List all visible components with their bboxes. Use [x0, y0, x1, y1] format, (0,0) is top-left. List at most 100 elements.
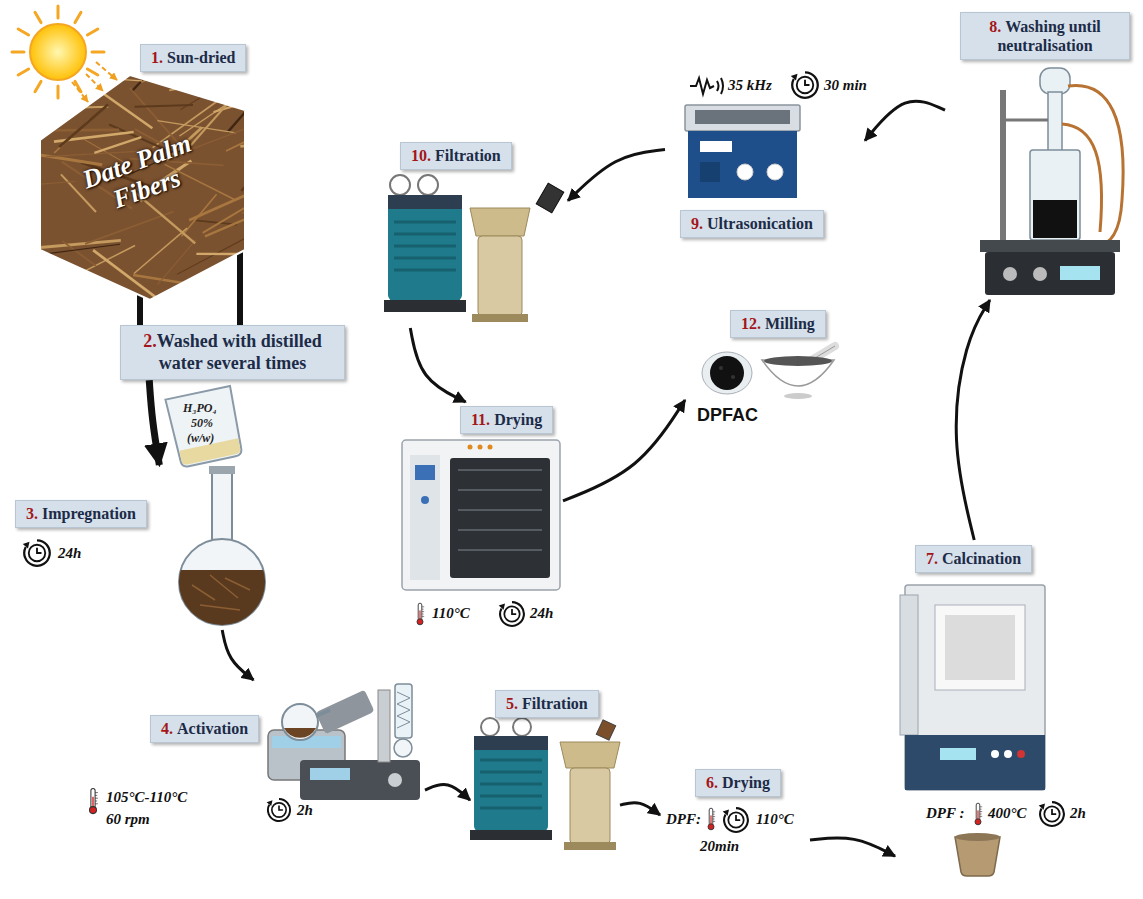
vacuum-filtration	[480, 760, 542, 808]
drying-oven	[478, 445, 483, 450]
fiber-strand	[40, 240, 121, 247]
vacuum-filtration	[388, 195, 462, 301]
parameter-label: 24h	[530, 605, 553, 622]
parameter-label: 30 min	[824, 77, 867, 94]
vacuum-filtration	[596, 720, 615, 740]
washing-apparatus	[980, 68, 1123, 295]
parameter-label: 2h	[297, 802, 313, 819]
step-label: 8.Washing until neutralisation	[960, 12, 1130, 60]
step-number: 9.	[691, 215, 703, 232]
sign-legs	[237, 250, 243, 327]
process-step: 11.Drying	[398, 402, 563, 632]
drying-oven	[450, 458, 550, 578]
vacuum-filtration	[388, 195, 462, 209]
ultrasonic-bath	[688, 131, 797, 198]
time-temperature-icons	[23, 540, 50, 566]
vacuum-filtration	[564, 842, 616, 850]
process-step: 5.Filtration	[470, 688, 620, 853]
sun-icon	[92, 51, 104, 54]
fiber-texture	[40, 75, 245, 300]
washing-apparatus	[980, 240, 1120, 252]
fiber-strand	[198, 75, 245, 85]
washing-apparatus	[1003, 267, 1017, 281]
crucible	[955, 833, 1000, 876]
step-number: 12.	[741, 315, 761, 332]
drying-oven	[402, 440, 560, 590]
sun-rays	[86, 74, 103, 91]
parameter-label: 2h	[1070, 805, 1086, 822]
muffle-furnace	[945, 615, 1015, 680]
sun-icon	[12, 51, 24, 54]
step-number: 7.	[926, 550, 938, 567]
parameter-label: 24h	[58, 545, 81, 562]
step-label: 4.Activation	[150, 715, 259, 743]
drying-oven	[458, 470, 542, 550]
step-label: 10.Filtration	[400, 142, 512, 170]
muffle-furnace	[1017, 750, 1025, 758]
rotary-evaporator	[394, 739, 412, 757]
fiber-strand	[197, 279, 245, 287]
step-text: Filtration	[522, 695, 588, 712]
muffle-furnace	[905, 735, 1045, 790]
flow-arrow	[956, 300, 990, 540]
step-box: 2.Washed with distilled water several ti…	[120, 325, 345, 380]
flow-arrow	[568, 150, 665, 201]
time-temperature-icons	[90, 788, 98, 813]
rotary-evaporator	[268, 684, 420, 800]
crucible	[955, 833, 1000, 841]
washing-apparatus	[1006, 119, 1048, 122]
parameter-label: 110°C	[432, 605, 470, 622]
washing-apparatus	[1033, 200, 1077, 238]
step-label: 12.Milling	[730, 310, 826, 338]
step-label: 11.Drying	[460, 406, 553, 434]
acid-beaker	[165, 386, 244, 468]
step-text: Drying	[494, 411, 542, 428]
fiber-strand	[176, 87, 230, 88]
vacuum-filtration	[481, 718, 499, 736]
sun-icon	[57, 6, 60, 18]
ultrasonic-bath	[737, 164, 753, 180]
rotary-evaporator	[315, 690, 374, 735]
step-text: Activation	[177, 720, 248, 737]
drying-oven	[402, 440, 560, 590]
crucible	[955, 837, 1000, 876]
vacuum-filtration	[470, 830, 552, 840]
fiber-strand	[85, 211, 174, 243]
fiber-strand	[228, 95, 245, 132]
fiber-strand	[157, 121, 236, 133]
wave-icon	[690, 78, 723, 94]
flow-arrow	[810, 838, 895, 856]
step-number: 2.	[143, 331, 157, 351]
step-number: 8.	[989, 18, 1001, 35]
parameter-label: 20min	[700, 838, 739, 855]
parameter-label: DPF :	[926, 805, 964, 822]
flow-arrow	[425, 785, 470, 801]
step-text: Washing until neutralisation	[997, 18, 1100, 54]
step-text: Impregnation	[42, 505, 136, 522]
vacuum-filtration	[470, 208, 530, 236]
ultrasonic-bath	[695, 110, 790, 124]
vacuum-filtration	[390, 175, 410, 195]
step-label: 5.Filtration	[495, 690, 599, 718]
fiber-strand	[40, 181, 75, 184]
parameter-label: 110°C	[756, 811, 794, 828]
step-text: Calcination	[942, 550, 1021, 567]
sun-rays	[96, 62, 117, 80]
step-number: 4.	[161, 720, 173, 737]
step-number: 10.	[411, 147, 431, 164]
product-dish	[710, 356, 744, 390]
vacuum-filtration	[596, 720, 615, 740]
drying-oven	[468, 445, 473, 450]
time-temperature-icons	[499, 602, 524, 626]
sun-icon	[30, 24, 86, 80]
sun-icon	[12, 6, 104, 98]
fiber-strand	[47, 128, 119, 131]
mortar-pestle	[762, 346, 835, 399]
ultrasonic-bath	[685, 105, 800, 198]
step-label: 3.Impregnation	[15, 500, 147, 528]
fiber-strand	[226, 272, 245, 292]
rotary-evaporator	[316, 710, 330, 716]
washing-apparatus	[1033, 267, 1047, 281]
rotary-evaporator	[397, 692, 410, 728]
